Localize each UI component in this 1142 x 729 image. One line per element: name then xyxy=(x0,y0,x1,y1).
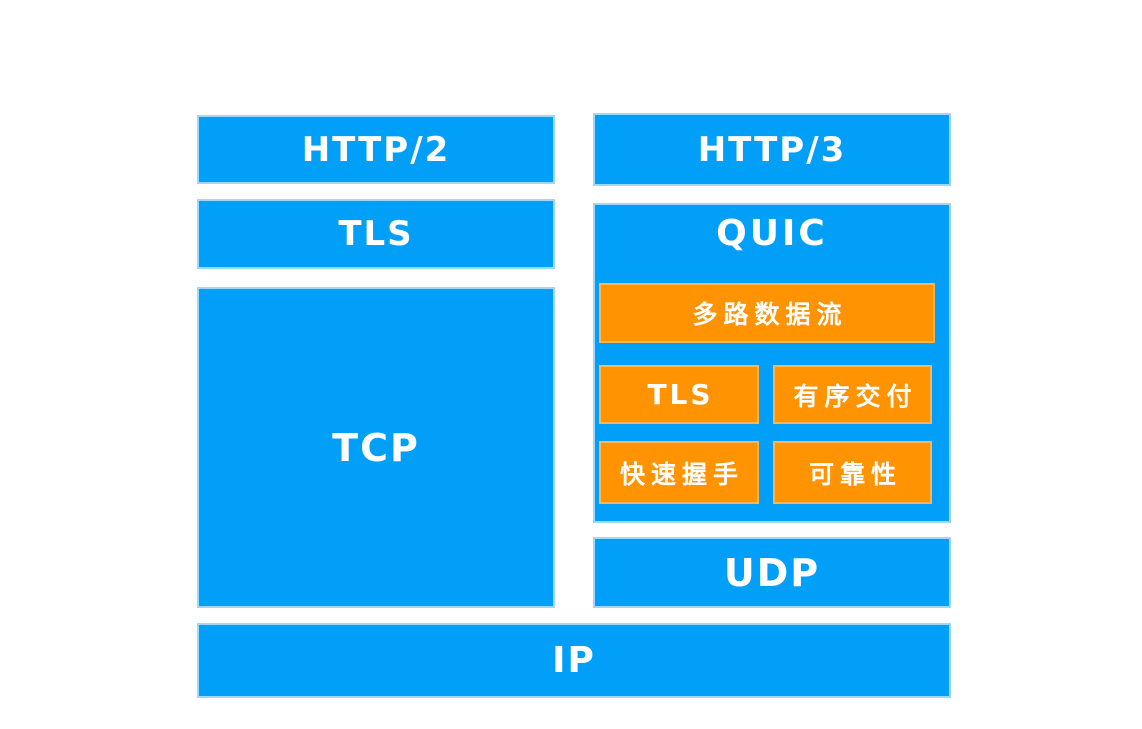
quic-box: QUIC 多路数据流 TLS 有序交付 快速握手 可靠性 xyxy=(593,203,951,523)
tls-label: TLS xyxy=(338,214,414,254)
ip-label: IP xyxy=(552,640,596,681)
quic-feature-reliability-box: 可靠性 xyxy=(773,441,932,504)
ip-box: IP xyxy=(197,623,951,698)
quic-feature-fast-handshake-label: 快速握手 xyxy=(619,459,744,489)
udp-box: UDP xyxy=(593,537,951,608)
http3-box: HTTP/3 xyxy=(593,113,951,186)
quic-feature-ordered-delivery-box: 有序交付 xyxy=(773,365,932,424)
http2-box: HTTP/2 xyxy=(197,115,555,184)
tls-box: TLS xyxy=(197,199,555,269)
quic-label: QUIC xyxy=(716,213,828,254)
quic-feature-fast-handshake-box: 快速握手 xyxy=(599,441,759,504)
tcp-box: TCP xyxy=(197,287,555,608)
quic-feature-ordered-delivery-label: 有序交付 xyxy=(793,381,918,411)
quic-feature-multiplexing-label: 多路数据流 xyxy=(692,300,848,329)
quic-feature-reliability-label: 可靠性 xyxy=(808,459,902,489)
udp-label: UDP xyxy=(723,550,821,595)
quic-feature-tls-box: TLS xyxy=(599,365,759,424)
quic-feature-multiplexing-box: 多路数据流 xyxy=(599,283,935,343)
quic-feature-tls-label: TLS xyxy=(647,378,714,411)
tcp-label: TCP xyxy=(332,425,420,470)
http2-label: HTTP/2 xyxy=(301,129,451,170)
http3-label: HTTP/3 xyxy=(697,129,847,170)
